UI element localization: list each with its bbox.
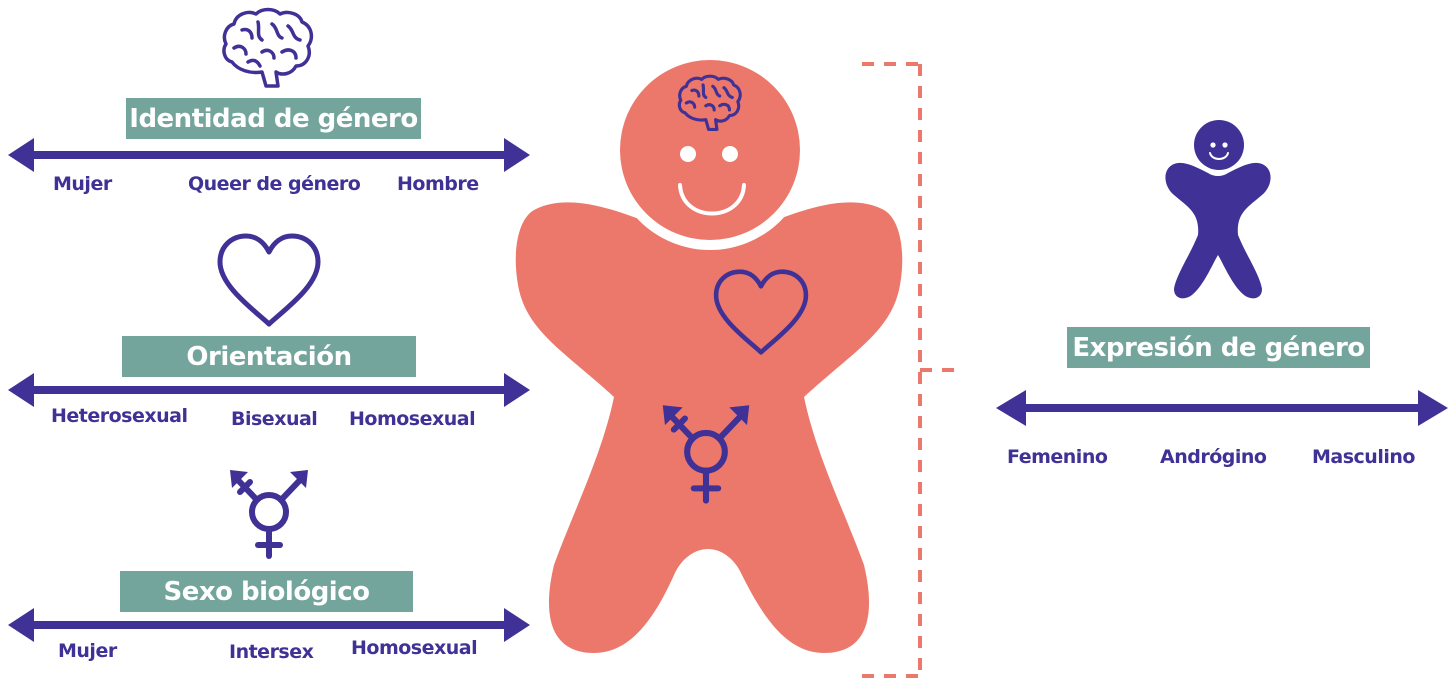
expression-title: Expresión de género [1067,327,1370,368]
identity-label-right: Hombre [397,173,479,195]
identity-label-middle: Queer de género [188,173,360,195]
person-head [1194,120,1244,170]
person-body [1165,163,1270,299]
identity-title: Identidad de género [126,98,421,139]
sex-label-right: Homosexual [351,637,477,659]
orientation-label-left: Heterosexual [51,405,188,427]
orientation-label-middle: Bisexual [231,408,317,430]
sex-title: Sexo biológico [120,571,413,612]
expression-label-right: Masculino [1312,446,1415,468]
identity-scale-arrow [8,138,530,172]
identity-label-left: Mujer [53,173,112,195]
figure-transgender-symbol-icon [660,403,752,505]
figure-brain-icon [678,75,742,131]
expression-label-left: Femenino [1007,446,1107,468]
brain-icon [222,8,314,88]
person-figure-icon [1160,115,1278,300]
figure-heart-icon [711,268,811,356]
expression-scale-arrow [996,390,1448,426]
transgender-symbol-icon [228,468,310,560]
orientation-label-right: Homosexual [349,408,475,430]
orientation-title: Orientación [122,336,416,377]
figure-right-eye [722,146,738,162]
sex-label-left: Mujer [58,640,117,662]
figure-left-eye [680,146,696,162]
gingerbread-figure [514,55,904,679]
sex-label-middle: Intersex [229,641,313,663]
heart-icon [216,232,322,328]
orientation-scale-arrow [8,373,530,407]
dashed-bracket [860,60,970,679]
expression-label-middle: Andrógino [1160,446,1266,468]
